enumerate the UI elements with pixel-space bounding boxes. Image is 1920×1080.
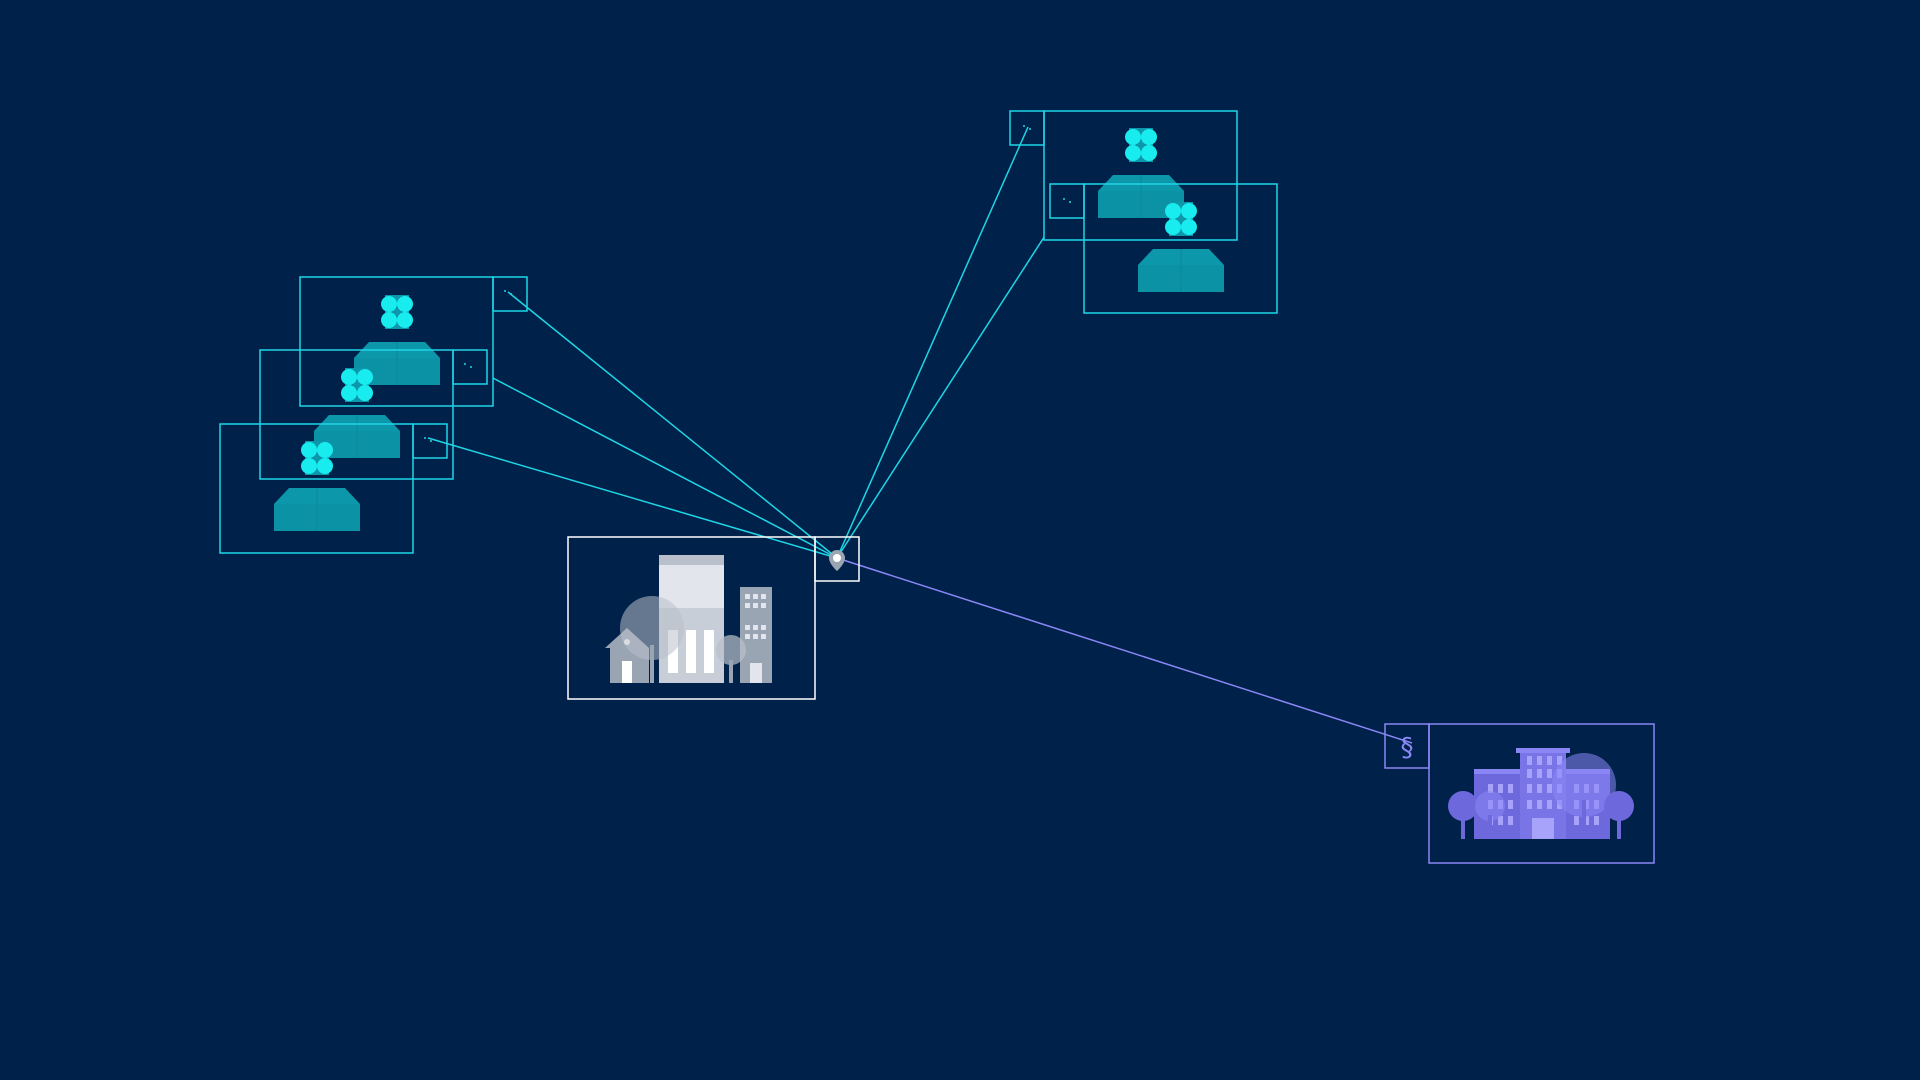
node-1[interactable]	[300, 277, 527, 406]
link-node-3	[428, 438, 837, 558]
link-node-1	[508, 292, 837, 558]
office-building-icon	[1448, 748, 1634, 839]
location-pin-icon	[829, 550, 845, 571]
node-group-top	[1010, 111, 1277, 313]
link-node-2	[468, 365, 837, 558]
city-buildings-icon	[605, 555, 772, 683]
target-symbol: §	[1401, 733, 1414, 763]
target-node[interactable]: §	[1385, 724, 1654, 863]
link-node-4	[837, 127, 1028, 558]
connection-lines	[428, 127, 1412, 743]
node-4[interactable]	[1010, 111, 1237, 240]
link-target	[837, 558, 1412, 743]
node-group-left	[220, 277, 527, 553]
link-node-5	[837, 200, 1068, 558]
hub-node[interactable]	[568, 537, 859, 699]
